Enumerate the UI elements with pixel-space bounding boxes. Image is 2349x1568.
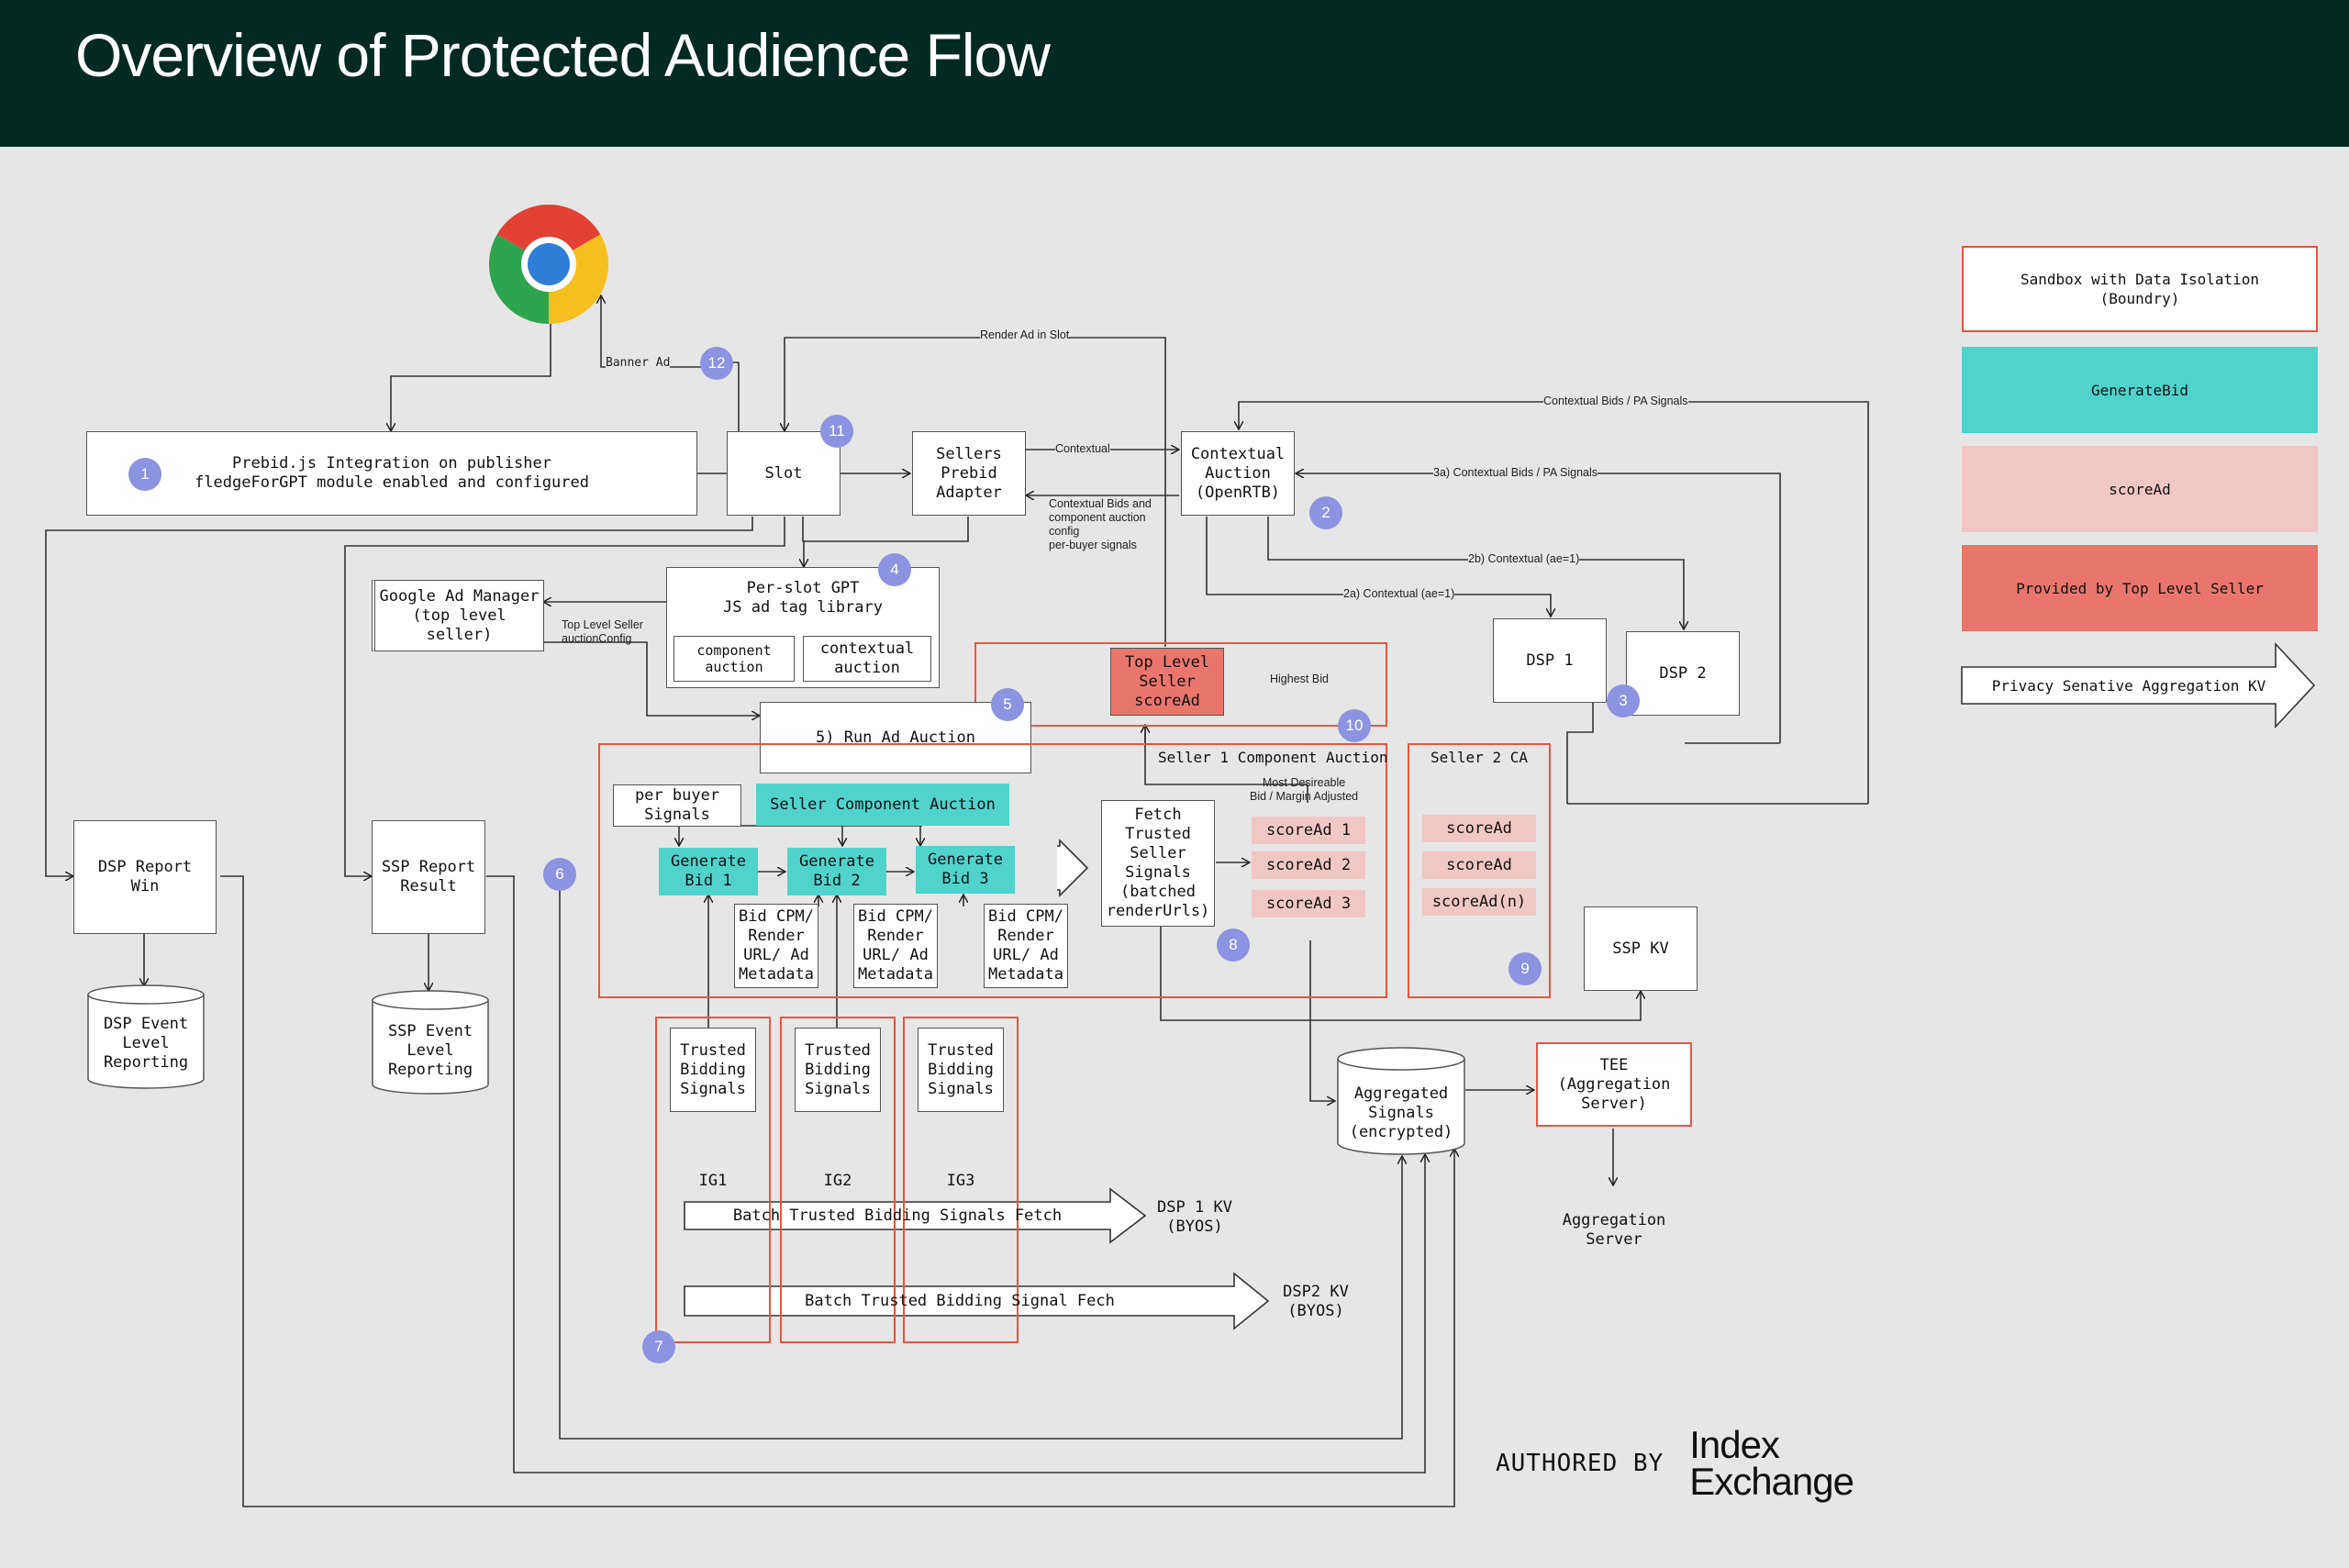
- ig1-sandbox: [655, 1017, 771, 1343]
- fetch-trusted-seller-signals-box: Fetch Trusted Seller Signals (batched re…: [1101, 800, 1215, 927]
- google-ad-manager-box: Google Ad Manager (top level seller): [372, 580, 544, 651]
- authored-by-label: AUTHORED BY: [1496, 1450, 1664, 1477]
- step-badge-6: 6: [543, 858, 576, 891]
- legend-generate-bid: GenerateBid: [1962, 347, 2318, 433]
- step-badge-2: 2: [1309, 496, 1342, 529]
- ig3-label: IG3: [946, 1172, 975, 1190]
- edge-label-highest-bid: Highest Bid: [1270, 673, 1329, 685]
- dsp-report-win-box: DSP Report Win: [73, 820, 217, 934]
- chrome-logo: [488, 204, 609, 324]
- edge-label-top-level-config: Top Level Seller auctionConfig: [562, 618, 643, 645]
- legend-privacy-kv: Privacy Senative Aggregation KV: [1991, 677, 2266, 695]
- edge-label-contextual-bids-config: Contextual Bids and component auction co…: [1049, 497, 1152, 551]
- generate-bid-1-box: Generate Bid 1: [659, 848, 758, 895]
- trusted-bidding-3-box: Trusted Bidding Signals: [918, 1028, 1004, 1112]
- generate-bid-3-box: Generate Bid 3: [916, 846, 1015, 894]
- seller-2-score-ad-n: scoreAd(n): [1422, 888, 1536, 916]
- edge-label-contextual: Contextual: [1055, 442, 1110, 456]
- aggregation-server-label: Aggregation Server: [1562, 1211, 1666, 1249]
- ig1-label: IG1: [698, 1172, 728, 1190]
- score-ad-2-box: scoreAd 2: [1252, 851, 1365, 879]
- seller-1-title: Seller 1 Component Auction: [1158, 749, 1388, 766]
- seller-1-sandbox: [598, 743, 1387, 998]
- edge-label-contextual-bids-pa: Contextual Bids / PA Signals: [1543, 395, 1688, 408]
- per-slot-gpt-label: Per-slot GPT JS ad tag library: [723, 579, 883, 617]
- generate-bid-2-box: Generate Bid 2: [787, 848, 886, 895]
- top-level-seller-box: Top Level Seller scoreAd: [1110, 648, 1224, 716]
- seller-2-score-ad-2: scoreAd: [1422, 851, 1536, 879]
- trusted-bidding-1-box: Trusted Bidding Signals: [670, 1028, 756, 1112]
- bid-metadata-1-box: Bid CPM/ Render URL/ Ad Metadata: [734, 904, 818, 988]
- trusted-bidding-2-box: Trusted Bidding Signals: [795, 1028, 881, 1112]
- aggregated-signals-cylinder: [1337, 1047, 1465, 1155]
- dsp-event-label: DSP Event Level Reporting: [103, 1015, 189, 1072]
- batch-fetch-1-label: Batch Trusted Bidding Signals Fetch: [732, 1207, 1063, 1225]
- header-bar: Overview of Protected Audience Flow: [0, 0, 2349, 147]
- ig2-label: IG2: [823, 1172, 852, 1190]
- brand-line-1: Index: [1689, 1423, 1780, 1466]
- prebid-label: Prebid.js Integration on publisher fledg…: [195, 454, 589, 492]
- ssp-report-result-box: SSP Report Result: [372, 820, 485, 934]
- seller-2-score-ad-1: scoreAd: [1422, 815, 1536, 842]
- dsp1-kv-label: DSP 1 KV (BYOS): [1157, 1198, 1232, 1236]
- ssp-event-cylinder: [372, 990, 489, 1095]
- aggregated-signals-label: Aggregated Signals (encrypted): [1349, 1084, 1453, 1141]
- brand-line-2: Exchange: [1689, 1460, 1854, 1503]
- seller-2-title: Seller 2 CA: [1431, 749, 1528, 766]
- step-badge-3: 3: [1607, 684, 1640, 717]
- step-badge-10: 10: [1338, 709, 1371, 742]
- step-badge-8: 8: [1217, 929, 1250, 962]
- legend-sandbox: Sandbox with Data Isolation (Boundry): [1962, 246, 2318, 332]
- dsp2-kv-label: DSP2 KV (BYOS): [1283, 1283, 1349, 1320]
- edge-label-2b: 2b) Contextual (ae=1): [1468, 552, 1580, 566]
- component-auction-box: component auction: [674, 636, 795, 682]
- dsp-1-box: DSP 1: [1493, 618, 1607, 703]
- seller-2-sandbox: [1408, 743, 1551, 998]
- index-exchange-logo: Index Exchange: [1689, 1423, 1854, 1503]
- step-badge-1: 1: [128, 458, 161, 491]
- score-ad-1-box: scoreAd 1: [1252, 817, 1365, 844]
- edge-label-2a: 2a) Contextual (ae=1): [1343, 587, 1455, 601]
- bid-metadata-2-box: Bid CPM/ Render URL/ Ad Metadata: [853, 904, 938, 988]
- bid-metadata-3-box: Bid CPM/ Render URL/ Ad Metadata: [984, 904, 1068, 988]
- step-badge-12: 12: [700, 347, 733, 380]
- top-level-sandbox: [974, 642, 1387, 727]
- edge-label-most-desireable: Most Desireable Bid / Margin Adjusted: [1250, 776, 1359, 803]
- page-title: Overview of Protected Audience Flow: [75, 21, 1051, 89]
- ssp-event-label: SSP Event Level Reporting: [387, 1022, 473, 1079]
- dsp-2-box: DSP 2: [1626, 631, 1740, 716]
- legend-top-level-seller: Provided by Top Level Seller: [1962, 545, 2318, 631]
- seller-component-auction-box: Seller Component Auction: [756, 784, 1009, 826]
- step-badge-7: 7: [642, 1330, 675, 1363]
- step-badge-5: 5: [991, 688, 1024, 721]
- step-badge-11: 11: [820, 415, 853, 448]
- batch-fetch-2-label: Batch Trusted Bidding Signal Fech: [805, 1292, 1115, 1310]
- footer-credit: AUTHORED BY Index Exchange: [1496, 1423, 1854, 1503]
- contextual-auction-small-box: contextual auction: [803, 636, 931, 682]
- tee-box: TEE (Aggregation Server): [1536, 1042, 1692, 1127]
- per-buyer-signals-box: per buyer Signals: [613, 784, 741, 827]
- run-ad-auction-box: 5) Run Ad Auction: [760, 702, 1031, 773]
- edge-label-render-ad: Render Ad in Slot: [980, 328, 1070, 342]
- ssp-kv-box: SSP KV: [1584, 906, 1698, 991]
- ig3-sandbox: [903, 1017, 1019, 1343]
- prebid-integration-box: Prebid.js Integration on publisher fledg…: [86, 431, 697, 516]
- dsp-event-cylinder: [87, 984, 205, 1089]
- score-ad-3-box: scoreAd 3: [1252, 890, 1365, 917]
- contextual-auction-box: Contextual Auction (OpenRTB): [1181, 431, 1295, 516]
- edge-label-3a: 3a) Contextual Bids / PA Signals: [1433, 466, 1598, 480]
- step-badge-4: 4: [878, 553, 911, 586]
- legend-score-ad: scoreAd: [1962, 446, 2318, 532]
- step-badge-9: 9: [1508, 952, 1542, 985]
- edge-label-banner-ad: Banner Ad: [606, 356, 671, 370]
- ig2-sandbox: [780, 1017, 896, 1343]
- sellers-prebid-adapter-box: Sellers Prebid Adapter: [912, 431, 1026, 516]
- slot-box: Slot: [727, 431, 841, 516]
